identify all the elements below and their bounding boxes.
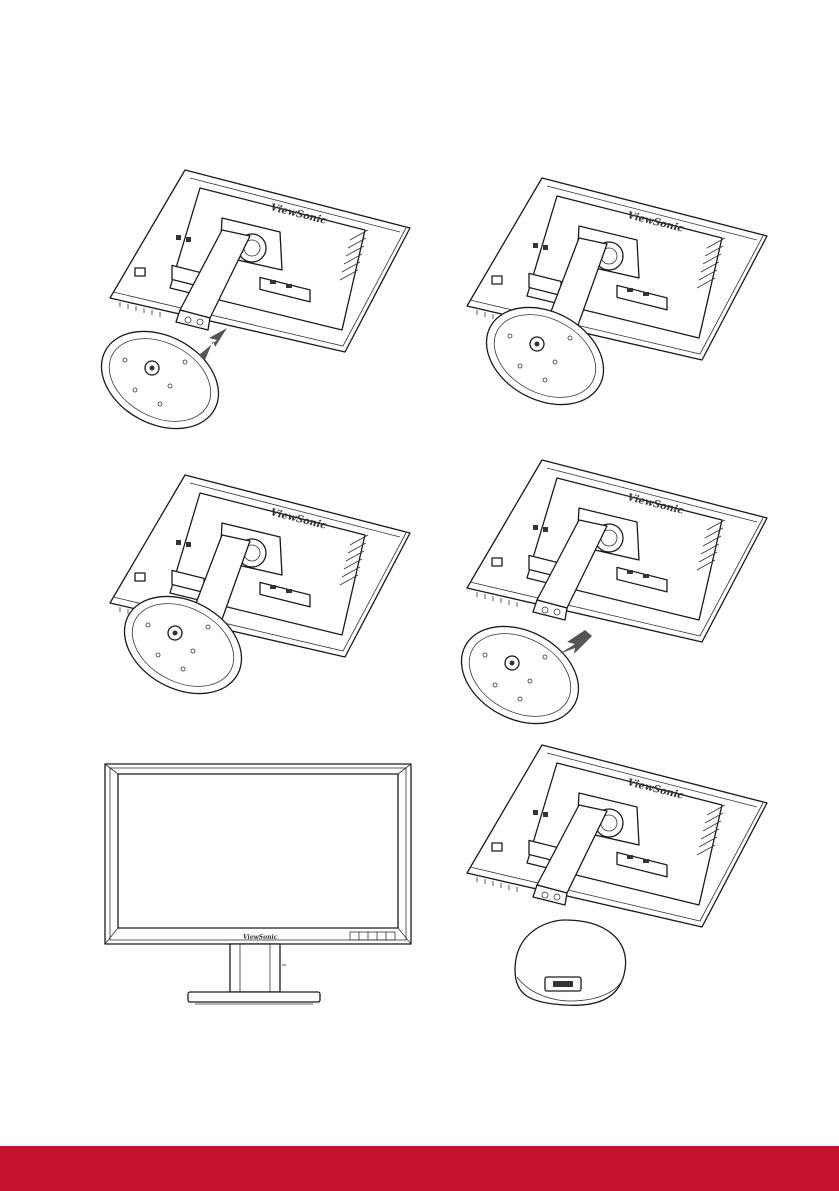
step-6-illustration: ViewSonic xyxy=(455,745,815,1025)
step-4-illustration: ViewSonic xyxy=(455,460,815,730)
base-cover xyxy=(515,920,626,1005)
step-1-illustration: ViewSonic xyxy=(95,170,425,430)
brand-logo: ViewSonic xyxy=(243,934,278,941)
step-2-illustration: ViewSonic xyxy=(455,178,815,438)
arrow-down-left-icon xyxy=(559,630,592,654)
step-5-illustration: ViewSonic xyxy=(100,760,420,1020)
footer-bar xyxy=(0,1146,839,1191)
arrow-down-right-icon xyxy=(199,328,227,360)
step-3-illustration: ViewSonic xyxy=(95,475,425,715)
